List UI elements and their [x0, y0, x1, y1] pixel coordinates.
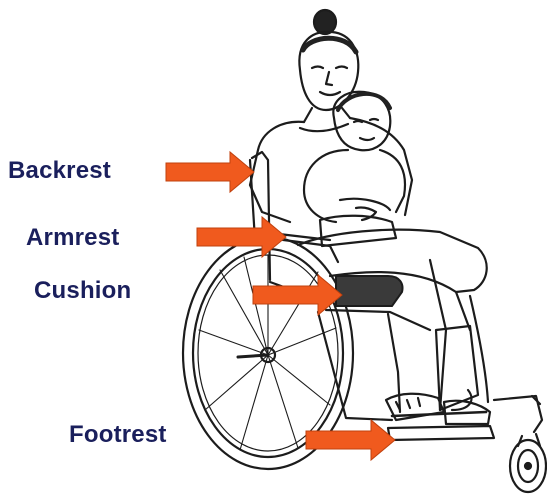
front-caster: [494, 396, 546, 492]
armrest-label: Armrest: [26, 224, 119, 252]
footrest-arrow: [306, 420, 395, 460]
seat-cushion: [336, 276, 402, 306]
backrest-arrow: [166, 152, 254, 192]
child: [304, 92, 405, 246]
armrest-arrow: [197, 217, 286, 257]
footrest-plate: [388, 426, 494, 440]
footrest-label: Footrest: [69, 421, 167, 449]
cushion-label: Cushion: [34, 277, 131, 305]
backrest-label: Backrest: [8, 157, 111, 185]
backrest-frame: [252, 152, 270, 280]
